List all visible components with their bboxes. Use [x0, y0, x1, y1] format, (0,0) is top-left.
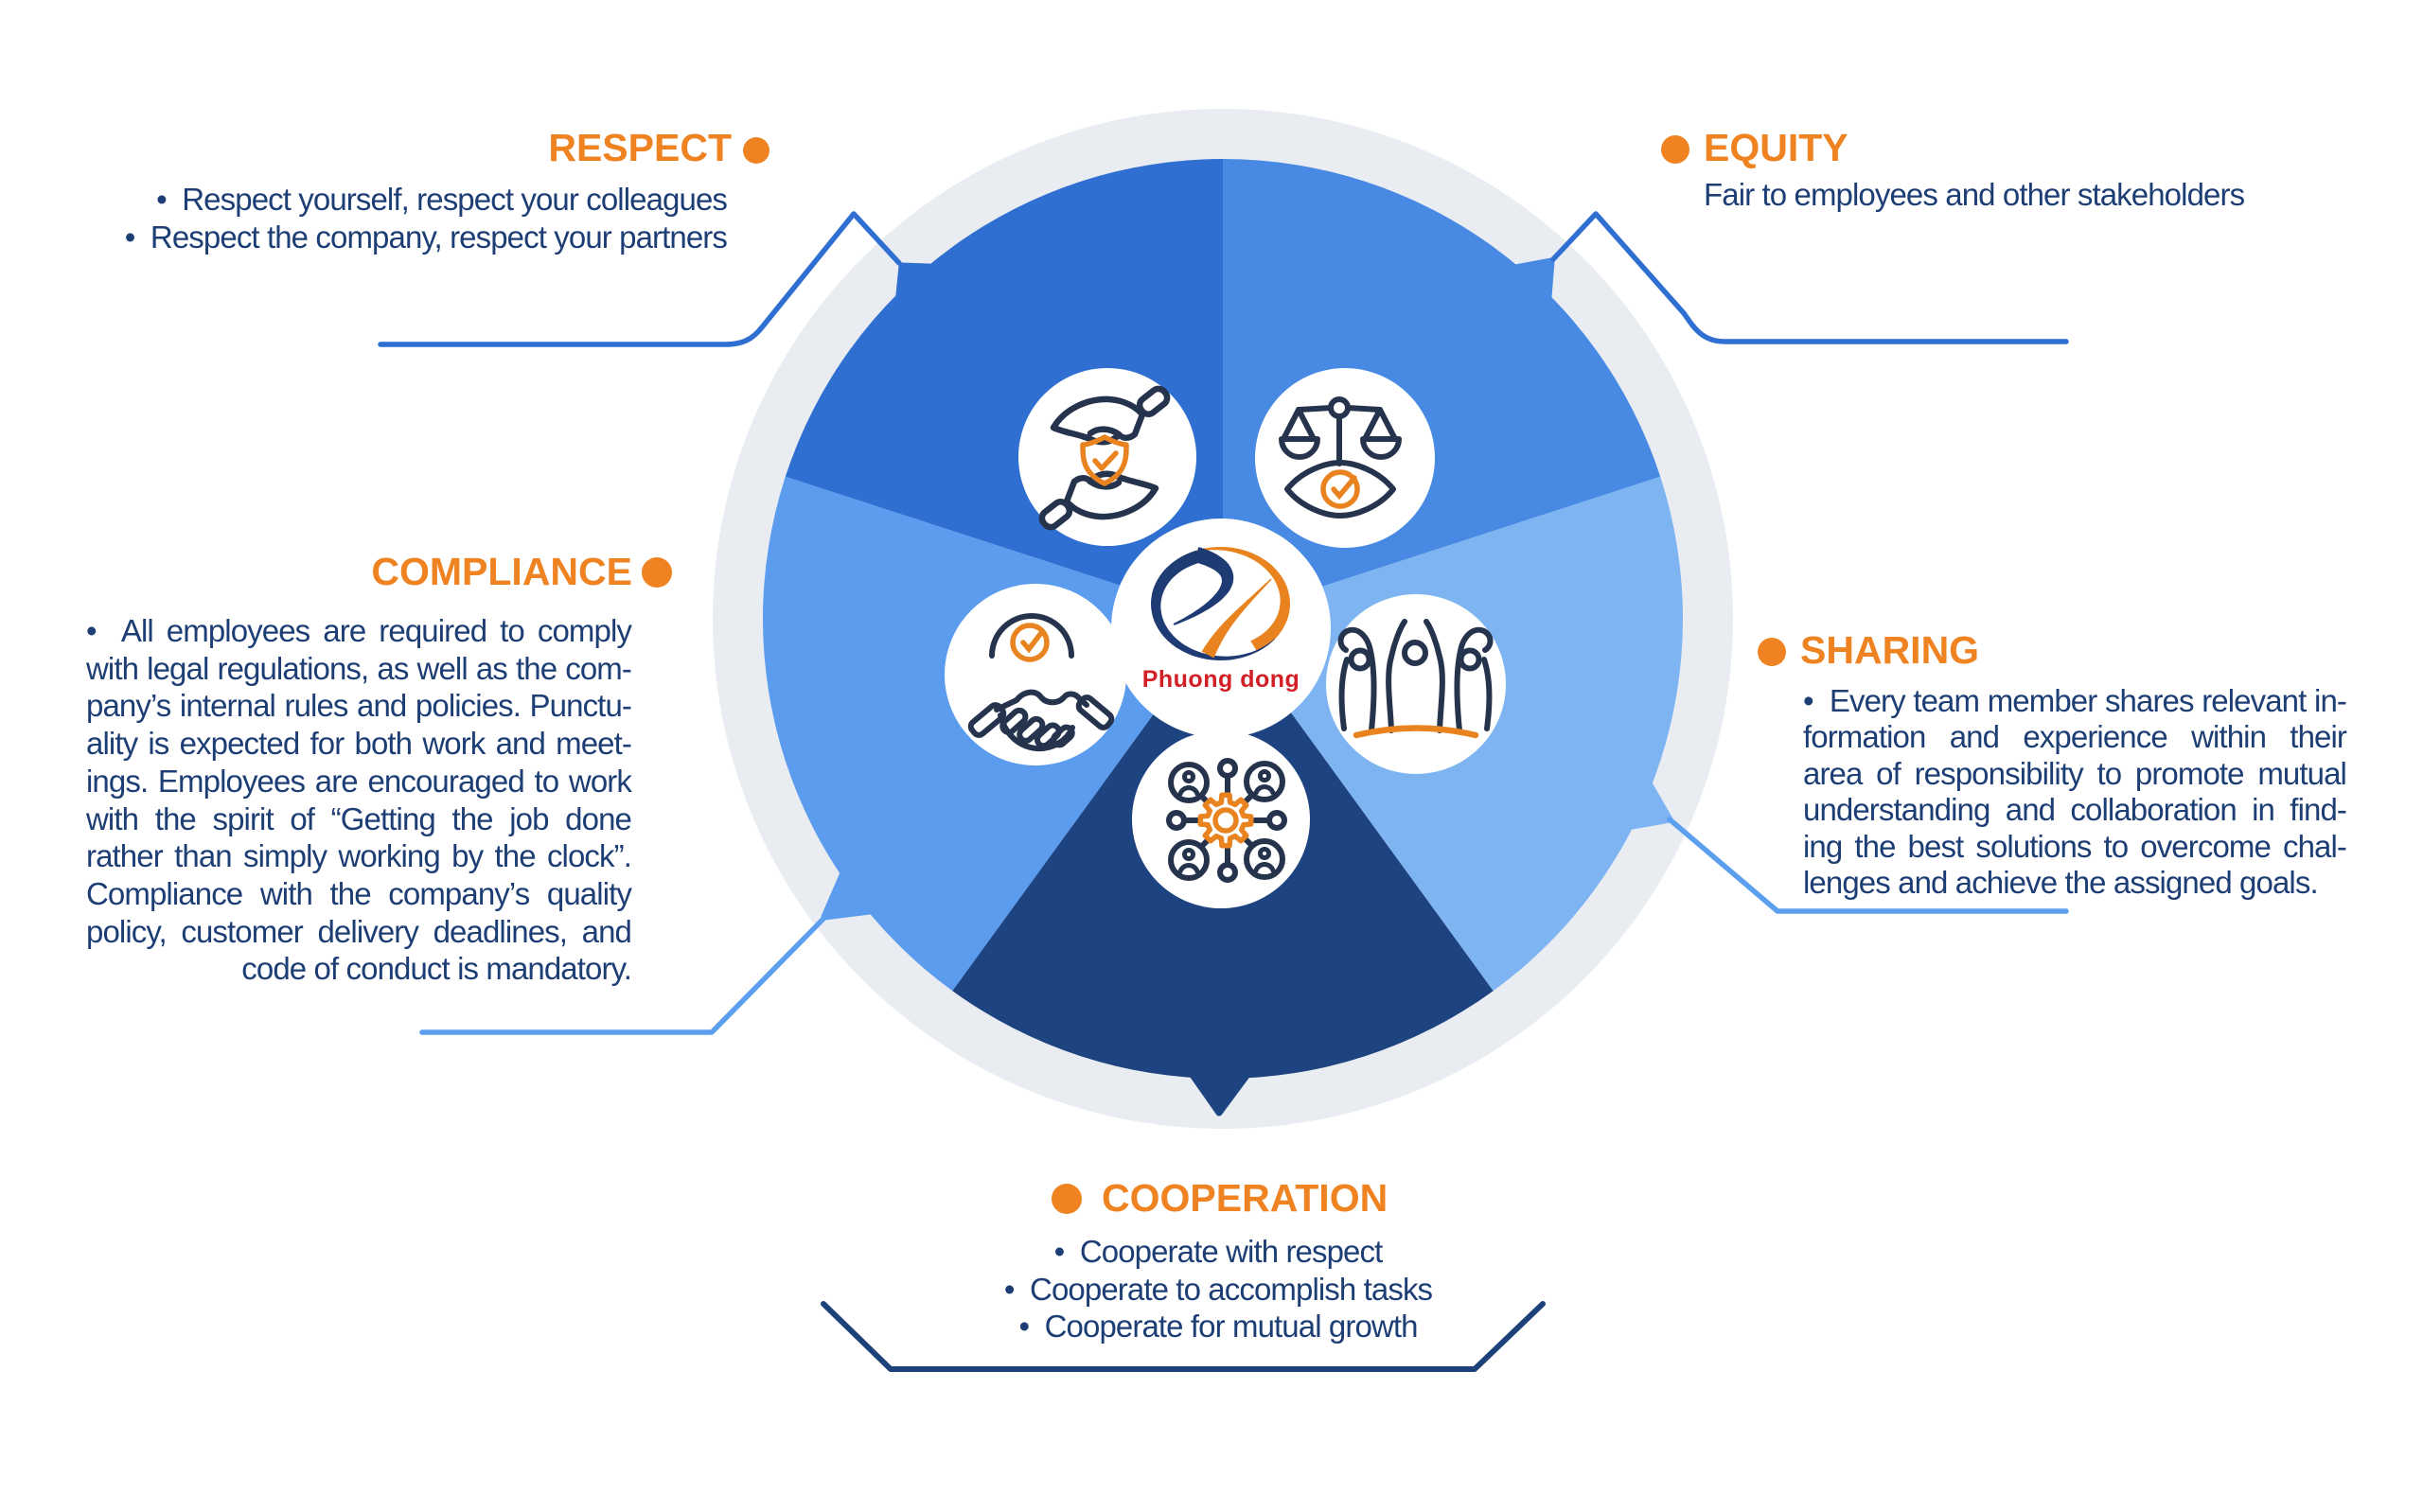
svg-text:Phuong dong: Phuong dong [1142, 666, 1300, 693]
